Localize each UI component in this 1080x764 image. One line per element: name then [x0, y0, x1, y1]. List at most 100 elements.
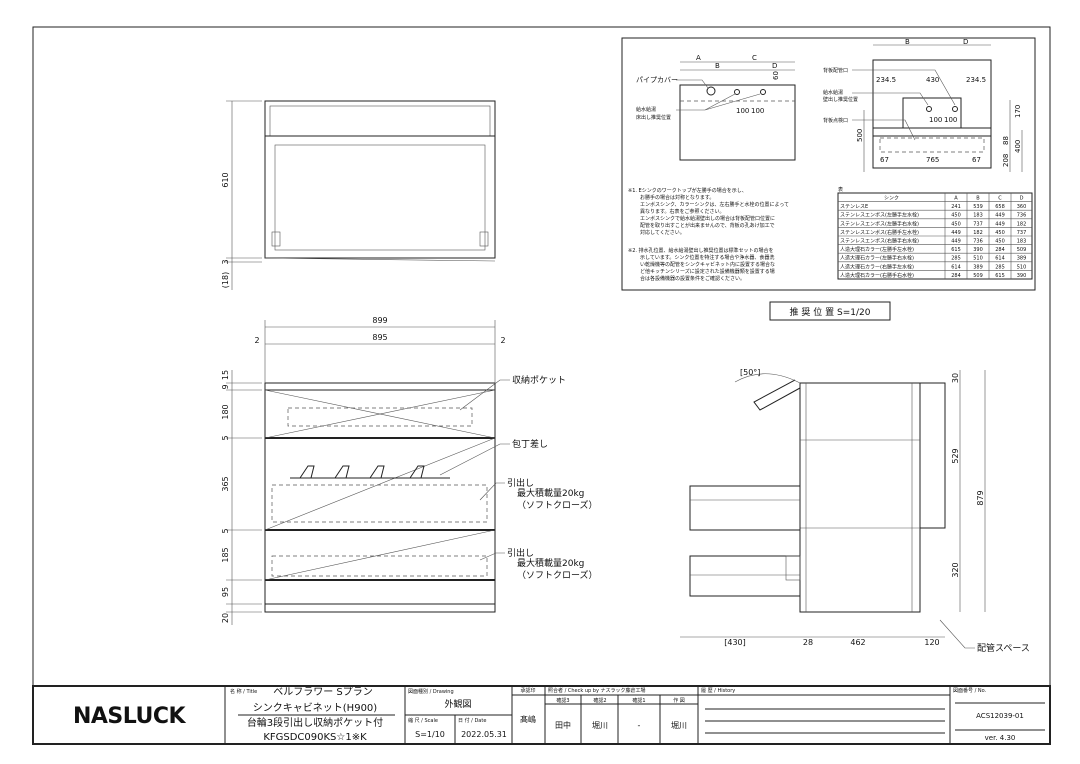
- check-label: 照合者 / Check up by ナスラック藤倉工場: [548, 687, 646, 694]
- table-cell: 人造大理石カラー(左勝手右水栓): [840, 255, 914, 262]
- table-cell: 182: [1017, 221, 1027, 227]
- note-line: エンボスシンク、カラーシンクは、左右勝手と水栓の位置によって: [640, 201, 789, 208]
- table-cell: 450: [995, 239, 1005, 245]
- drawer1-load: 最大積載量20kg: [517, 487, 584, 499]
- dim-529: 529: [951, 448, 960, 463]
- nasluck-logo: NASLUCK: [73, 704, 187, 729]
- label-storage-pocket: 収納ポケット: [512, 374, 566, 386]
- table-cell: ステンレスE: [840, 204, 868, 210]
- table-cell: 人造大理石カラー(右勝手左水栓): [840, 263, 914, 270]
- table-cell: 737: [973, 221, 983, 227]
- table-cell: 614: [951, 264, 961, 270]
- table-cell: ステンレスエンボス(右勝手右水栓): [840, 238, 919, 245]
- left-dim-C: C: [752, 54, 757, 62]
- check-val-4: 堀川: [671, 721, 687, 730]
- table-cell: 449: [951, 239, 961, 245]
- left-dim-B: B: [715, 62, 720, 70]
- notes: ※1. Eシンクのワークトップが左勝手の場合を示し、 お勝手の場合は対称となりま…: [628, 187, 789, 282]
- table-cell: ステンレスエンボス(左勝手左水栓): [840, 212, 919, 219]
- label-wall-supply-1: 給水給湯: [823, 89, 843, 96]
- plan-dim-3: 3: [221, 259, 230, 264]
- dim-20: 20: [221, 613, 230, 623]
- dim-side-left: 2: [254, 336, 259, 345]
- title-label: 名 称 / Title: [230, 688, 257, 695]
- scale-value: S=1/10: [415, 730, 445, 739]
- table-cell: 449: [995, 221, 1005, 227]
- dim-899: 899: [372, 316, 387, 325]
- note-line: ※2. 排水孔位置、給水給湯壁出し推奨位置は標準セットの場合を: [628, 247, 774, 254]
- note-line: 示しています。シンク位置を特注する場合や浄水器、食器洗: [640, 254, 774, 261]
- table-cell: 449: [995, 213, 1005, 219]
- table-cell: 614: [995, 256, 1005, 262]
- table-header-cell: シンク: [884, 196, 899, 202]
- plan-dim-18: (18): [221, 272, 230, 288]
- drawing-type: 外観図: [444, 698, 471, 710]
- angle-label: [50°]: [740, 368, 760, 377]
- note-line: お勝手の場合は対称となります。: [640, 194, 714, 201]
- table-cell: 450: [995, 230, 1005, 236]
- label-floor-supply-2: 床出し推奨位置: [636, 114, 671, 121]
- right-dim-234-5a: 234.5: [876, 76, 896, 84]
- right-dim-234-5b: 234.5: [966, 76, 986, 84]
- table-cell: 人造大理石カラー(左勝手左水栓): [840, 246, 914, 253]
- dim-5a: 5: [221, 435, 230, 440]
- table-cell: 449: [951, 230, 961, 236]
- table-cell: 615: [951, 247, 961, 253]
- right-dim-765: 765: [926, 156, 939, 164]
- label-piping-space: 配管スペース: [977, 642, 1030, 654]
- right-dim-B: B: [905, 38, 910, 46]
- right-dim-208: 208: [1002, 154, 1010, 167]
- version: ver. 4.30: [985, 734, 1016, 742]
- table-cell: 736: [973, 239, 983, 245]
- approval-label: 承認印: [520, 687, 535, 694]
- table-cell: 285: [951, 256, 961, 262]
- note-line: 対応してください。: [640, 229, 685, 236]
- table-cell: 509: [1017, 247, 1027, 253]
- table-cell: 510: [973, 256, 983, 262]
- table-cell: 285: [995, 264, 1005, 270]
- right-dim-88: 88: [1002, 136, 1010, 145]
- table-cell: 658: [995, 204, 1005, 210]
- note-line: エンボスシンクで給水給湯壁出しの場合は背板配管口位置に: [640, 215, 775, 222]
- table-cell: ステンレスエンボス(左勝手右水栓): [840, 220, 919, 227]
- caption-box: [769, 301, 891, 321]
- right-dim-430: 430: [926, 76, 939, 84]
- title-block: NASLUCK 名 称 / Title ベルフラワー Sプラン シンクキャビネッ…: [32, 685, 1051, 745]
- table-cell: 390: [1017, 273, 1027, 279]
- note-line: 合は各設備機器の設置条件をご確認ください。: [640, 275, 745, 282]
- drawing-label: 図面種別 / Drawing: [408, 688, 454, 695]
- right-dim-100b: 100: [944, 116, 957, 124]
- left-dim-D: D: [772, 62, 777, 70]
- right-dim-67b: 67: [972, 156, 981, 164]
- dim-185: 185: [221, 547, 230, 562]
- table-cell: 人造大理石カラー(右勝手右水栓): [840, 272, 914, 279]
- dim-5b: 5: [221, 528, 230, 533]
- table-cell: 183: [1017, 239, 1027, 245]
- dim-30: 30: [951, 373, 960, 383]
- product-series: ベルフラワー Sプラン: [273, 686, 373, 698]
- date-label: 日 付 / Date: [458, 717, 486, 724]
- table-cell: 360: [1017, 204, 1027, 210]
- dim-320: 320: [951, 562, 960, 577]
- table-cell: 241: [951, 204, 961, 210]
- check-col-3: 確認1: [632, 697, 645, 704]
- table-cell: 510: [1017, 264, 1027, 270]
- label-wall-supply-2: 壁出し推奨位置: [823, 96, 858, 103]
- table-cell: 539: [973, 204, 983, 210]
- detail-caption: 推 奨 位 置 S=1/20: [790, 306, 871, 318]
- table-header-cell: C: [998, 196, 1002, 202]
- drawing-number: ACS12039-01: [976, 712, 1024, 720]
- drawer2-label: 引出し: [507, 547, 534, 559]
- table-header-cell: B: [976, 196, 980, 202]
- note-line: 異なります。右表をご参照ください。: [640, 208, 725, 215]
- front-view: 899 895 2 2 15 9 180 5 365 5 185 95 20 収…: [221, 316, 598, 625]
- table-cell: 389: [1017, 256, 1027, 262]
- product-description: 台輪3段引出し収納ポケット付: [247, 716, 383, 729]
- table-caption: 表: [838, 186, 843, 193]
- table-cell: 509: [973, 273, 983, 279]
- number-label: 図面番号 / No.: [953, 687, 987, 694]
- check-col-1: 確認3: [556, 697, 569, 704]
- scale-label: 縮 尺 / Scale: [408, 717, 438, 724]
- right-dim-400: 400: [1014, 140, 1022, 153]
